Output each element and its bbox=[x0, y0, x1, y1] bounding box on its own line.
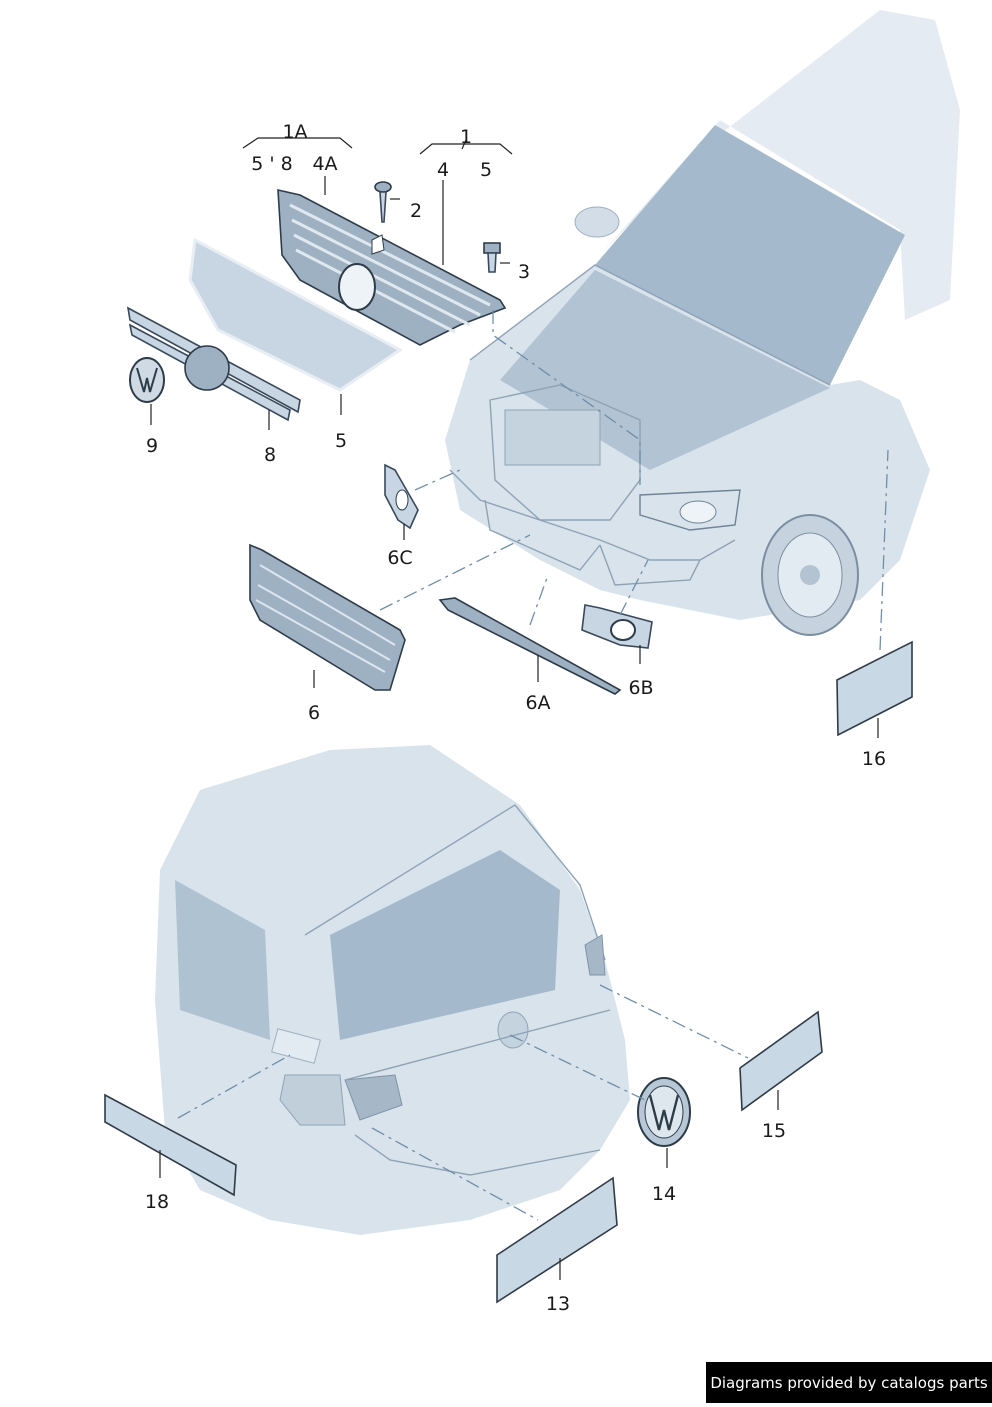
bracket-part-6c bbox=[384, 463, 419, 530]
lower-grille-part bbox=[249, 543, 406, 691]
screw-part-2 bbox=[374, 181, 392, 223]
callout-6: 6 bbox=[308, 702, 320, 724]
callout-8: 8 bbox=[264, 444, 276, 466]
callout-4a: 4A bbox=[312, 153, 337, 175]
callout-6b: 6B bbox=[628, 677, 653, 699]
lower-strip-part-6a bbox=[438, 597, 622, 695]
assembly-lines bbox=[177, 310, 889, 1221]
rear-emblem-part-14 bbox=[637, 1077, 691, 1147]
rear-plate-holder-part-15 bbox=[739, 1010, 823, 1112]
callout-2: 2 bbox=[410, 200, 422, 222]
leader-lines bbox=[150, 137, 879, 1280]
front-plate-holder-part-16 bbox=[836, 640, 913, 737]
callout-6c: 6C bbox=[387, 547, 412, 569]
callout-18: 18 bbox=[145, 1191, 169, 1213]
attribution-footer: Diagrams provided by catalogs parts bbox=[706, 1362, 992, 1403]
callout-13: 13 bbox=[546, 1293, 570, 1315]
front-emblem-part bbox=[129, 357, 165, 403]
rear-lower-plate-part-13 bbox=[496, 1176, 618, 1304]
callout-16: 16 bbox=[862, 748, 886, 770]
callout-1a: 1A bbox=[282, 121, 307, 143]
callout-14: 14 bbox=[652, 1183, 676, 1205]
callout-6a: 6A bbox=[525, 692, 550, 714]
radiator-grille-part bbox=[277, 188, 507, 346]
callout-9: 9 bbox=[146, 435, 158, 457]
callout-labels: 1A 5 ' 8 4A 1 4 5 2 3 9 8 5 6C 6 6A 6B 1… bbox=[145, 121, 886, 1315]
callout-3: 3 bbox=[518, 261, 530, 283]
grille-frame-part bbox=[188, 237, 403, 392]
callout-5-8: 5 ' 8 bbox=[251, 153, 292, 175]
side-plate-part-18 bbox=[104, 1093, 237, 1197]
rear-vehicle-illustration bbox=[155, 745, 630, 1235]
callout-5-top: 5 bbox=[480, 159, 492, 181]
front-vehicle-illustration bbox=[445, 10, 960, 636]
callout-1: 1 bbox=[460, 126, 472, 148]
callout-15: 15 bbox=[762, 1120, 786, 1142]
callout-5: 5 bbox=[335, 430, 347, 452]
bolt-part-3 bbox=[483, 242, 501, 273]
callout-4: 4 bbox=[437, 159, 449, 181]
trim-strip-part bbox=[126, 306, 301, 422]
fog-light-cover-part-6b bbox=[581, 604, 653, 649]
